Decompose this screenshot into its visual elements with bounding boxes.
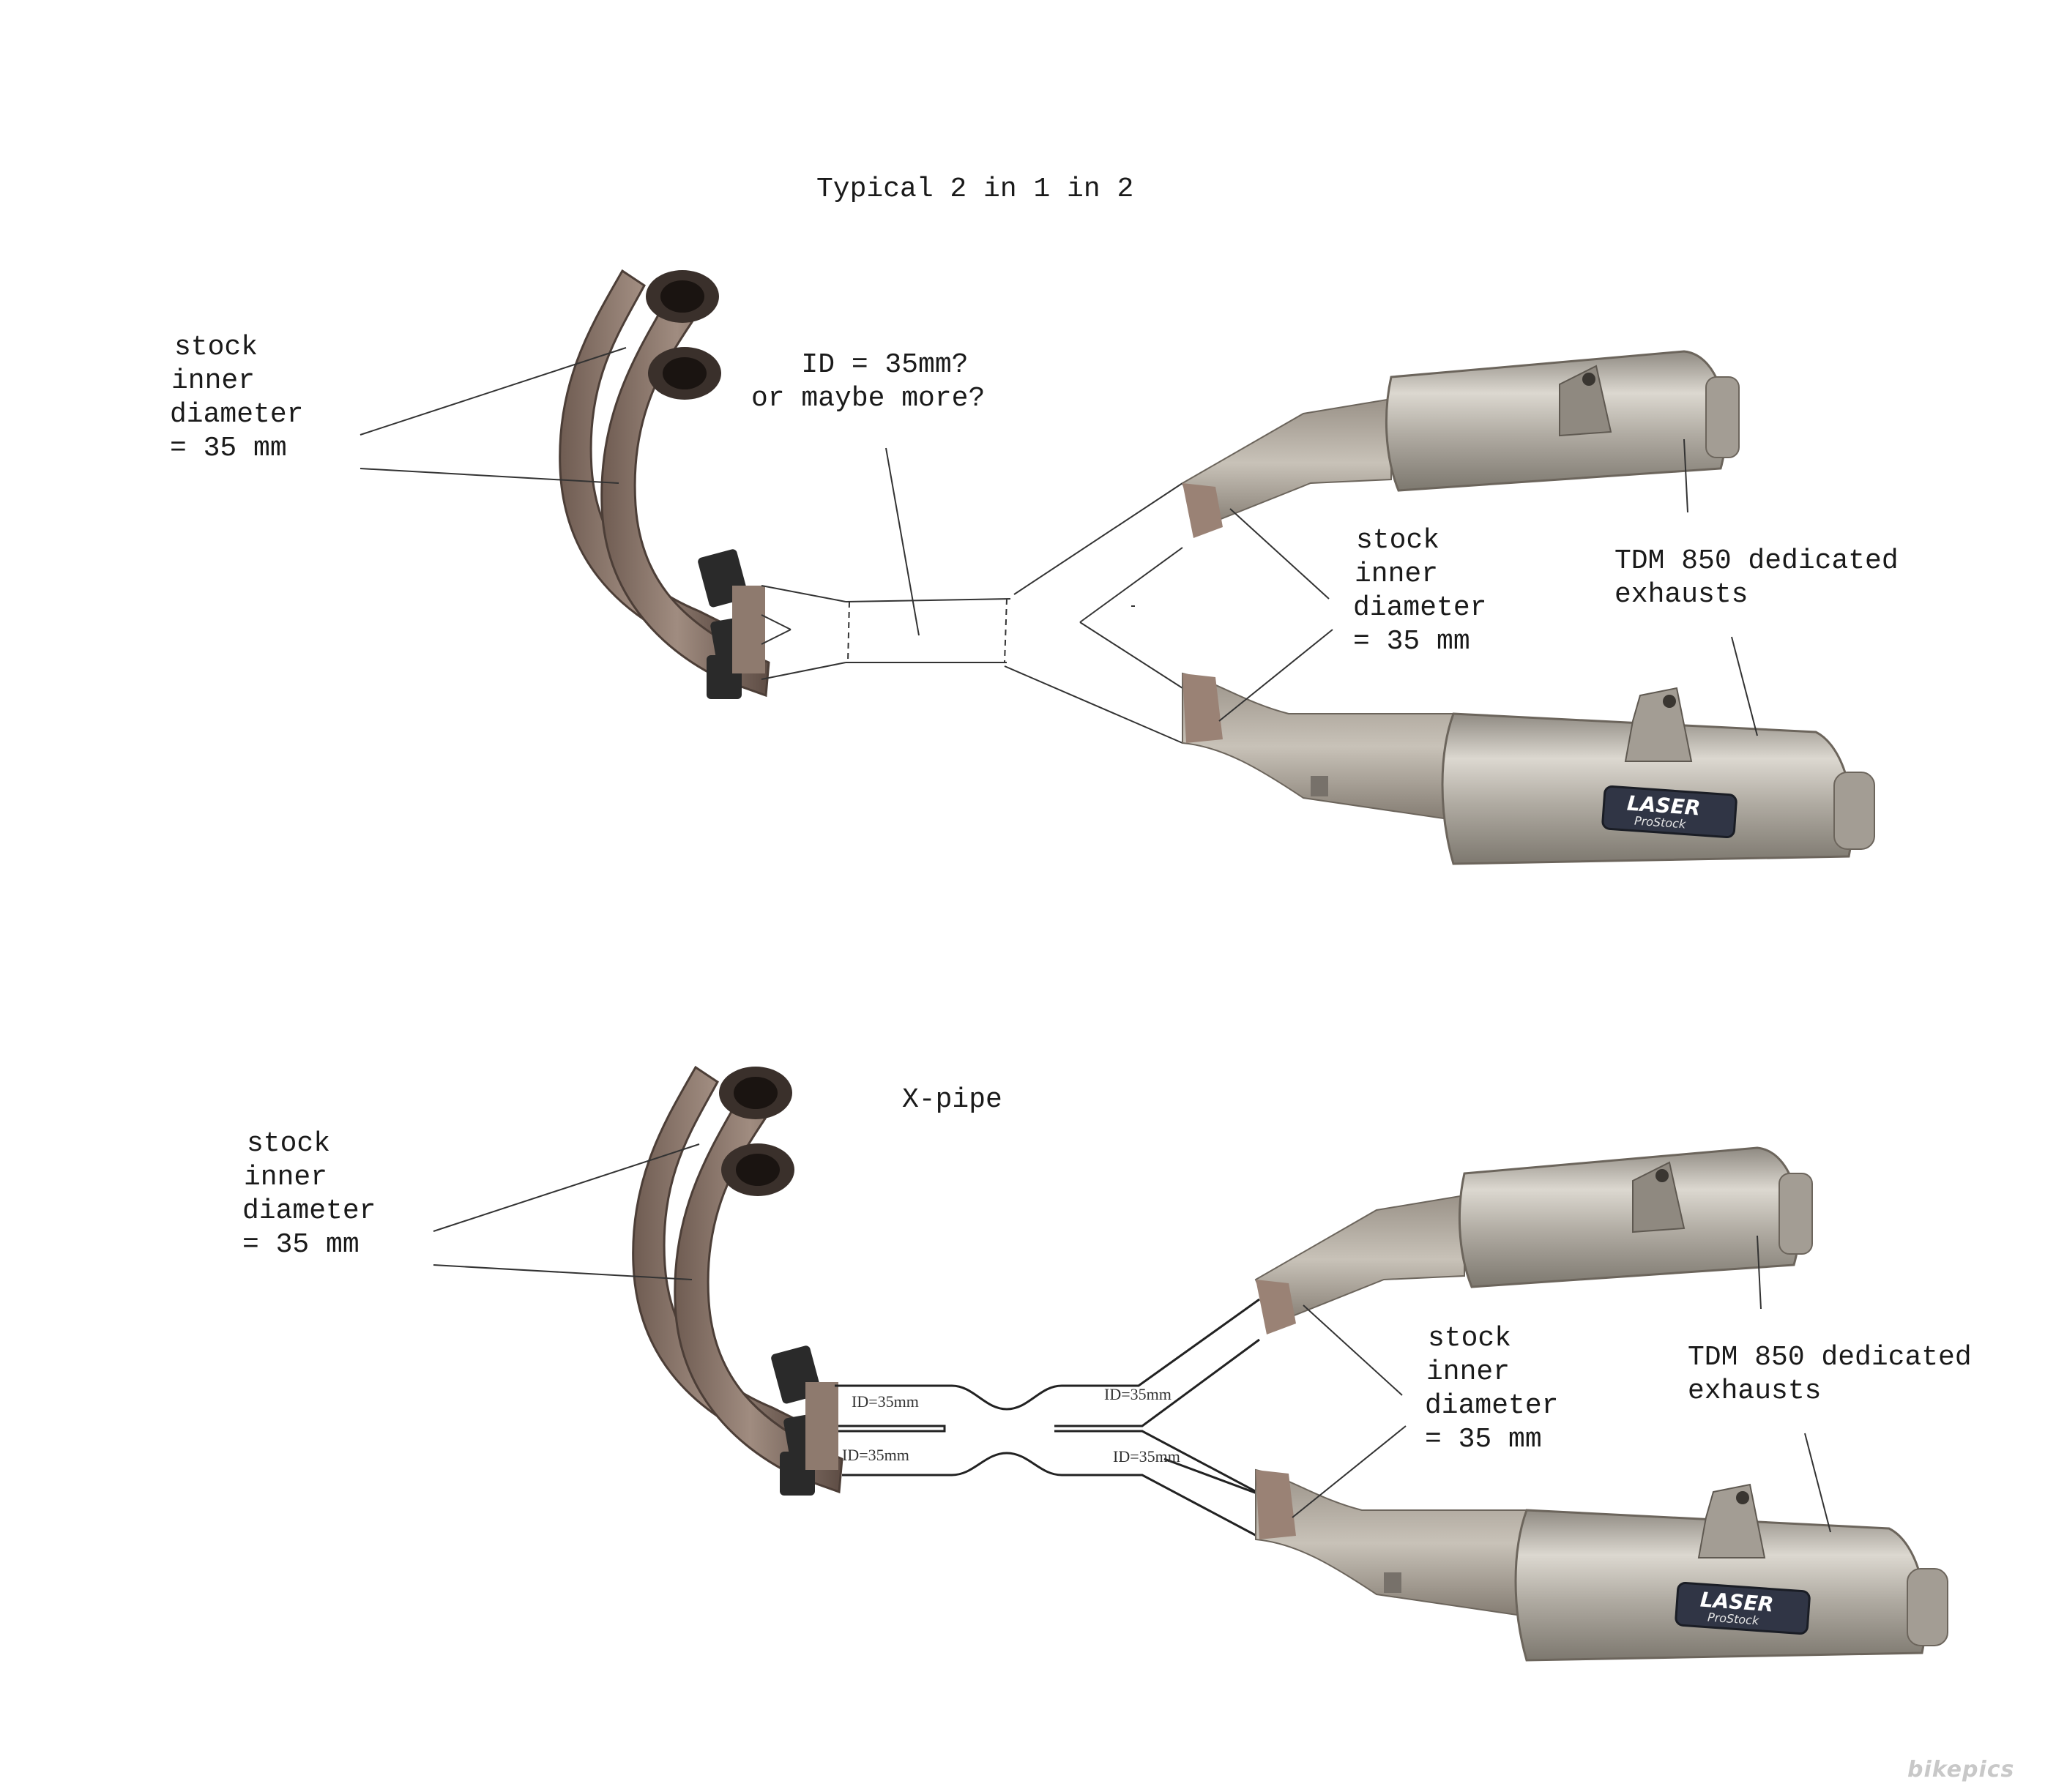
top-exhausts-line-1: TDM 850 dedicated bbox=[1614, 545, 1899, 577]
bottom-xpipe-outline bbox=[835, 1298, 1271, 1539]
top-id-line-1: ID = 35mm? bbox=[751, 349, 969, 381]
bottom-right-stock-line-4: = 35 mm bbox=[1425, 1424, 1542, 1455]
top-right-stock-line-2: inner bbox=[1355, 559, 1439, 590]
bottom-stock-line-2: inner bbox=[244, 1162, 328, 1193]
top-lower-muffler bbox=[1181, 672, 1876, 865]
xpipe-label-lower-right: ID=35mm bbox=[1113, 1447, 1180, 1466]
bottom-right-stock-line-3: diameter bbox=[1425, 1390, 1559, 1422]
bottom-title: X-pipe bbox=[902, 1084, 1002, 1116]
xpipe-label-lower-left: ID=35mm bbox=[842, 1446, 909, 1464]
bottom-right-stock-line-1: stock bbox=[1428, 1323, 1512, 1354]
top-header-pipes bbox=[559, 269, 770, 701]
bottom-header-pipes bbox=[632, 1065, 843, 1497]
bottom-upper-muffler bbox=[1254, 1146, 1814, 1336]
top-exhausts-line-2: exhausts bbox=[1614, 579, 1748, 611]
bottom-lower-muffler bbox=[1254, 1468, 1949, 1662]
top-title: Typical 2 in 1 in 2 bbox=[816, 173, 1134, 205]
top-leader-lines bbox=[360, 347, 1758, 736]
bikepics-watermark: bikepics bbox=[1907, 1757, 2015, 1782]
bottom-exhausts-line-2: exhausts bbox=[1688, 1375, 1822, 1407]
top-diagram bbox=[360, 269, 1876, 865]
top-stock-line-2: inner bbox=[171, 365, 256, 397]
top-right-stock-line-4: = 35 mm bbox=[1353, 626, 1470, 657]
bottom-stock-line-1: stock bbox=[247, 1128, 331, 1160]
bottom-diagram bbox=[433, 1065, 1949, 1662]
top-id-line-2: or maybe more? bbox=[751, 383, 986, 414]
xpipe-label-upper-right: ID=35mm bbox=[1104, 1385, 1172, 1403]
bottom-leader-lines bbox=[433, 1143, 1831, 1533]
top-connector-sketch bbox=[761, 482, 1183, 744]
top-stock-line-3: diameter bbox=[170, 399, 304, 430]
bottom-right-stock-line-2: inner bbox=[1426, 1356, 1511, 1388]
top-stock-line-4: = 35 mm bbox=[170, 433, 287, 464]
xpipe-label-upper-left: ID=35mm bbox=[852, 1392, 919, 1411]
bottom-stock-line-4: = 35 mm bbox=[242, 1229, 360, 1261]
top-right-stock-line-3: diameter bbox=[1353, 592, 1487, 624]
top-stock-line-1: stock bbox=[174, 332, 258, 363]
bottom-stock-line-3: diameter bbox=[242, 1195, 376, 1227]
top-right-stock-line-1: stock bbox=[1356, 525, 1440, 556]
top-upper-muffler bbox=[1181, 350, 1740, 540]
bottom-exhausts-line-1: TDM 850 dedicated bbox=[1688, 1342, 1972, 1373]
